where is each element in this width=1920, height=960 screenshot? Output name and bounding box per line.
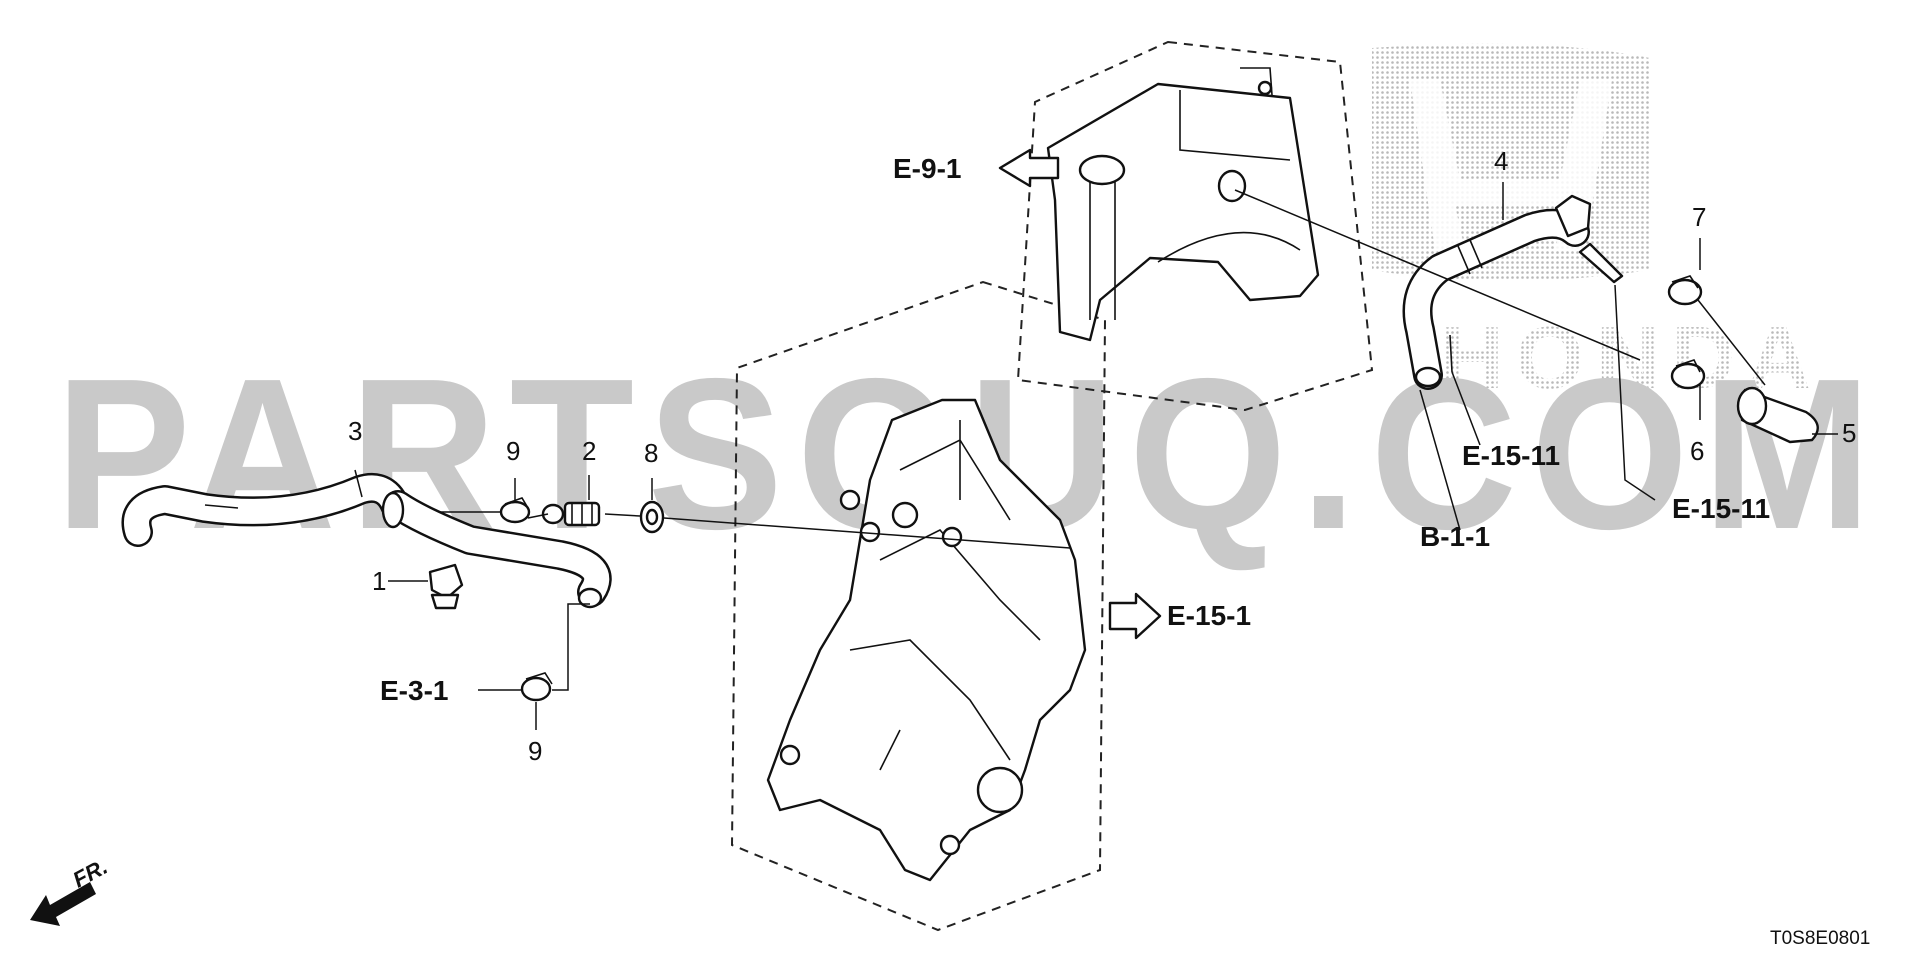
arrow-left-fr [30, 882, 96, 926]
callout-8: 8 [644, 438, 658, 468]
callout-5: 5 [1842, 418, 1856, 448]
hose-part-3 [121, 472, 612, 609]
clamp-part-6 [1670, 359, 1706, 390]
callout-4: 4 [1494, 146, 1508, 176]
callout-6: 6 [1690, 436, 1704, 466]
clamp-part-9-lower [520, 672, 553, 702]
ref-e-9-1: E-9-1 [893, 153, 961, 184]
leader-lines [204, 182, 1838, 730]
grommet-part-8 [639, 500, 665, 534]
pcv-valve-part-2 [541, 501, 601, 527]
clamp-part-7 [1667, 275, 1703, 306]
ref-e-15-1: E-15-1 [1167, 600, 1251, 631]
bracket-group-outline [730, 280, 1107, 932]
ref-b-1-1: B-1-1 [1420, 521, 1490, 552]
arrow-left-e-9-1 [998, 148, 1060, 188]
engine-mount-bracket [766, 398, 1087, 882]
callout-7: 7 [1692, 202, 1706, 232]
ref-e-15-11-upper: E-15-11 [1462, 440, 1560, 471]
ref-e-15-11-lower: E-15-11 [1672, 493, 1770, 524]
callout-9-lower: 9 [528, 736, 542, 766]
arrow-right-e-15-1 [1108, 592, 1162, 640]
callout-1: 1 [372, 566, 386, 596]
callout-2: 2 [582, 436, 596, 466]
diagram-code: T0S8E0801 [1770, 928, 1870, 949]
cylinder-head [1046, 67, 1320, 342]
front-direction-label: FR. [69, 854, 112, 893]
breather-hose-part-4 [1402, 194, 1624, 390]
callout-9-upper: 9 [506, 436, 520, 466]
ref-e-3-1: E-3-1 [380, 675, 448, 706]
hose-part-5 [1736, 386, 1819, 444]
honda-logo-watermark: HONDA [1372, 43, 1811, 407]
callout-3: 3 [348, 416, 362, 446]
engine-head-group-outline [1016, 40, 1374, 412]
clip-part-1 [428, 563, 464, 610]
